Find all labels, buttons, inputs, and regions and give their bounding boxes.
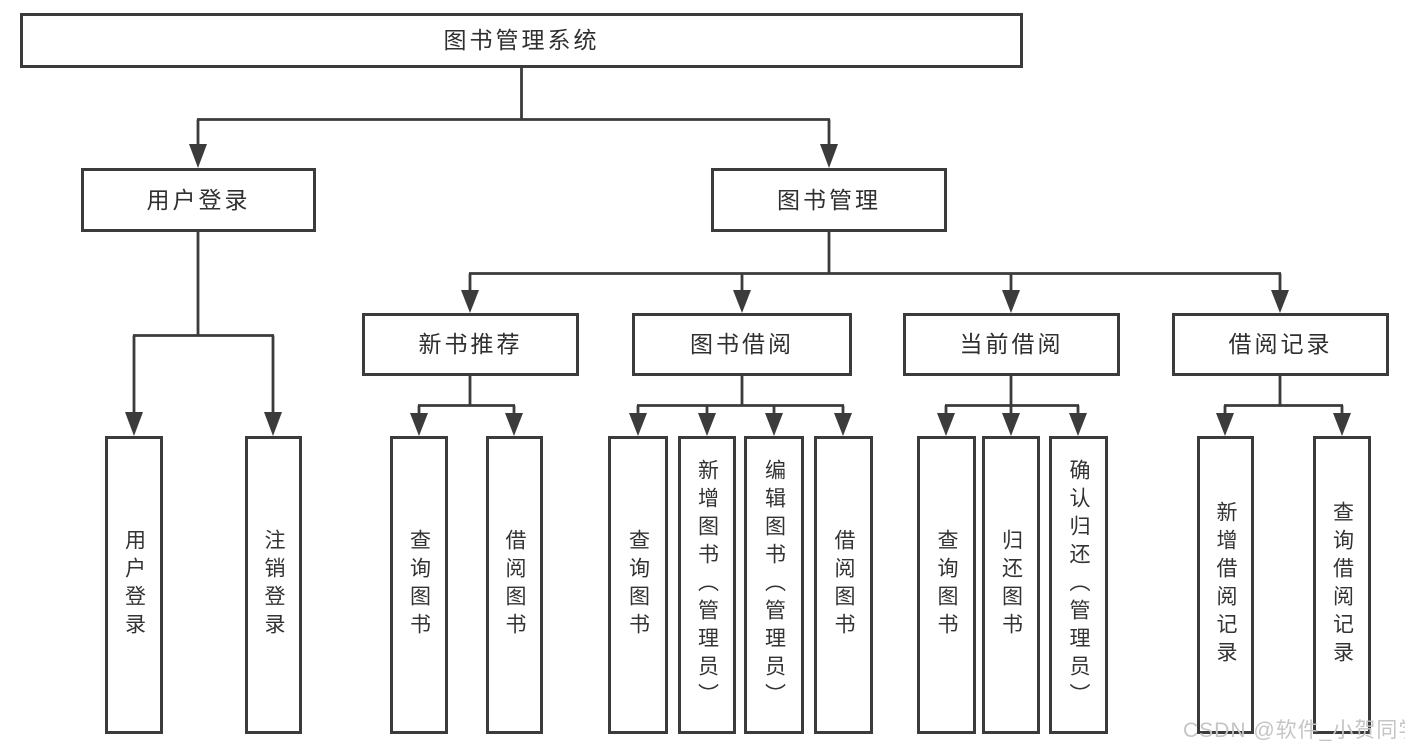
node-user-login: 用户登录	[81, 168, 316, 232]
leaf-borrowing-query-books-label: 查询图书	[626, 529, 650, 641]
leaf-return-books: 归还图书	[982, 436, 1040, 734]
leaf-borrowing-query-books: 查询图书	[608, 436, 668, 734]
leaf-borrowing-borrow-books-label: 借阅图书	[832, 529, 855, 641]
leaf-return-books-label: 归还图书	[999, 529, 1023, 641]
leaf-add-borrow-record-label: 新增借阅记录	[1214, 501, 1237, 669]
arrowheads	[125, 144, 1351, 436]
leaf-add-borrow-record: 新增借阅记录	[1197, 436, 1254, 734]
leaf-add-books-admin-label: 新增图书（管理员）	[695, 459, 719, 711]
leaf-recommend-borrow-books-label: 借阅图书	[503, 529, 526, 641]
node-root-label: 图书管理系统	[443, 27, 600, 53]
leaf-logout: 注销登录	[245, 436, 302, 734]
leaf-borrowing-borrow-books: 借阅图书	[814, 436, 873, 734]
leaf-recommend-query-books-label: 查询图书	[407, 529, 431, 641]
node-book-management-label: 图书管理	[777, 186, 881, 213]
node-book-management: 图书管理	[711, 168, 947, 232]
node-borrowing-records-label: 借阅记录	[1228, 331, 1333, 357]
leaf-query-borrow-record-label: 查询借阅记录	[1330, 501, 1354, 669]
csdn-watermark: CSDN @软件_小贺同学	[1183, 719, 1405, 742]
tree-connector-lines	[132, 68, 1344, 417]
leaf-current-query-books-label: 查询图书	[935, 529, 958, 641]
leaf-recommend-borrow-books: 借阅图书	[486, 436, 543, 734]
leaf-user-login: 用户登录	[105, 436, 163, 734]
leaf-confirm-return-admin-label: 确认归还（管理员）	[1067, 459, 1090, 711]
node-book-borrowing: 图书借阅	[632, 313, 852, 376]
node-borrowing-records: 借阅记录	[1172, 313, 1389, 376]
leaf-edit-books-admin: 编辑图书（管理员）	[744, 436, 804, 734]
leaf-confirm-return-admin: 确认归还（管理员）	[1049, 436, 1108, 734]
leaf-edit-books-admin-label: 编辑图书（管理员）	[762, 459, 786, 711]
leaf-user-login-label: 用户登录	[122, 529, 146, 641]
node-user-login-label: 用户登录	[146, 186, 251, 213]
leaf-current-query-books: 查询图书	[917, 436, 976, 734]
node-book-borrowing-label: 图书借阅	[690, 331, 794, 357]
node-root-library-system: 图书管理系统	[20, 13, 1023, 68]
node-current-borrowing: 当前借阅	[903, 313, 1120, 376]
leaf-add-books-admin: 新增图书（管理员）	[678, 436, 736, 734]
node-new-book-recommendation: 新书推荐	[362, 313, 579, 376]
node-current-borrowing-label: 当前借阅	[959, 331, 1064, 357]
leaf-logout-label: 注销登录	[262, 529, 285, 641]
node-new-book-recommendation-label: 新书推荐	[418, 331, 523, 357]
leaf-recommend-query-books: 查询图书	[390, 436, 448, 734]
leaf-query-borrow-record: 查询借阅记录	[1313, 436, 1371, 734]
